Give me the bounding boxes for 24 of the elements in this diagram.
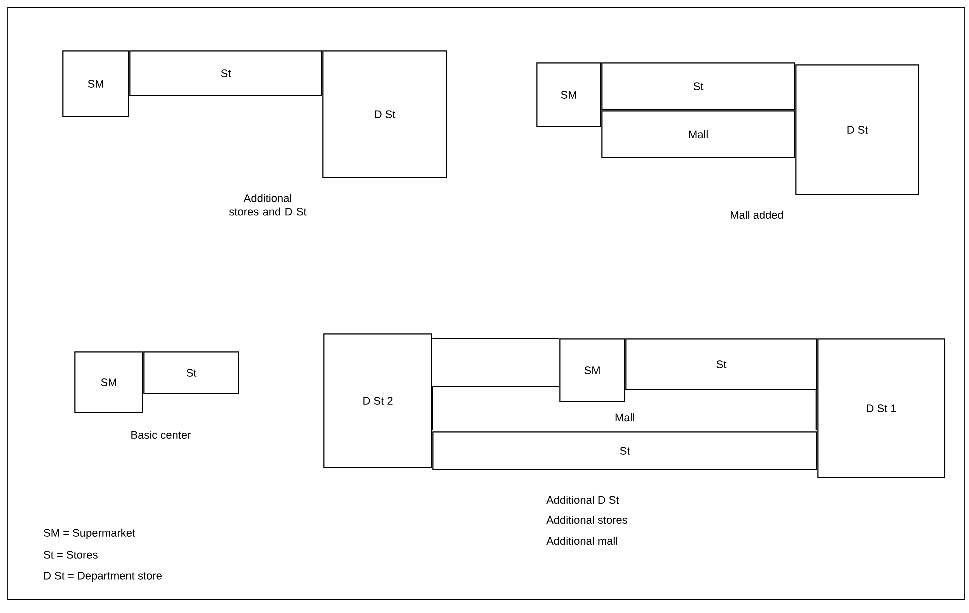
store-box: SM (62, 50, 130, 118)
store-box: D St 2 (324, 334, 432, 468)
store-box: D St (322, 50, 448, 178)
store-box: SM (74, 352, 144, 414)
caption: Mall added (731, 210, 784, 220)
caption: Additional mall (546, 536, 618, 546)
store-box: Mall (602, 110, 796, 158)
store-box: St (432, 432, 818, 470)
caption: St = Stores (44, 551, 98, 559)
store-box: D St (796, 64, 920, 196)
mall-area: Mall (616, 414, 634, 422)
caption: SM = Supermarket (44, 528, 136, 540)
store-box: St (626, 338, 818, 390)
store-box: St (602, 62, 796, 110)
caption: D St = Department store (44, 572, 162, 582)
store-box: St (130, 50, 322, 96)
caption: Additional D St (546, 496, 620, 504)
store-box: SM (536, 62, 602, 128)
store-box: SM (560, 338, 626, 402)
caption: Additional stores and D St (230, 194, 307, 216)
store-box: St (144, 352, 240, 394)
caption: Basic center (132, 430, 192, 440)
store-box: D St 1 (818, 338, 946, 478)
caption: Additional stores (546, 516, 628, 524)
